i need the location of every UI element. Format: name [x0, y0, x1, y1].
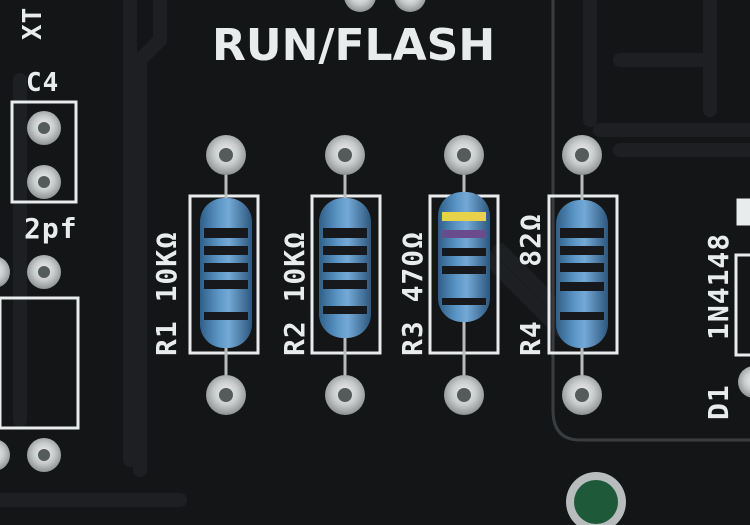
- resistor-body-r4: [556, 200, 608, 348]
- pad: [325, 375, 365, 415]
- pad: [562, 135, 602, 175]
- pad: [325, 135, 365, 175]
- resistor-ref: R3: [396, 320, 429, 356]
- pad: [344, 0, 376, 12]
- via: [566, 472, 626, 525]
- header-label: RUN/FLASH: [212, 20, 496, 71]
- capacitor-value: 2pf: [24, 212, 78, 245]
- resistor-bodies: [200, 192, 608, 348]
- pad: [738, 366, 750, 398]
- resistor-ref: R2: [278, 320, 311, 356]
- pad: [394, 0, 426, 12]
- pad: [27, 438, 61, 472]
- resistor-r2-label: R2 10KΩ: [278, 231, 311, 356]
- pad: [206, 135, 246, 175]
- pad: [27, 255, 61, 289]
- resistor-body-r3: [438, 192, 490, 322]
- mask-edge-line: [551, 0, 750, 442]
- pad: [562, 375, 602, 415]
- pad: [444, 135, 484, 175]
- solder-pads: [0, 0, 750, 472]
- resistor-ref: R1: [150, 320, 183, 356]
- resistor-body-r1: [200, 198, 252, 348]
- resistor-value: 470Ω: [396, 230, 429, 303]
- pad: [0, 257, 10, 287]
- resistor-value: 10KΩ: [278, 230, 311, 303]
- pad: [0, 440, 10, 470]
- resistor-r3-label: R3 470Ω: [396, 231, 429, 356]
- diode-ref: D1: [702, 384, 735, 420]
- pad: [27, 165, 61, 199]
- resistor-value: 10KΩ: [150, 230, 183, 303]
- diode-value: 1N4148: [702, 232, 735, 340]
- capacitor-ref: C4: [26, 68, 60, 98]
- pad: [206, 375, 246, 415]
- resistor-ref: R4: [514, 320, 547, 356]
- pad: [444, 375, 484, 415]
- pcb-traces: [0, 0, 750, 507]
- resistor-r4-label: R4 82Ω: [514, 213, 547, 356]
- resistor-r1-label: R1 10KΩ: [150, 231, 183, 356]
- pad: [27, 111, 61, 145]
- top-left-label: XT: [18, 6, 48, 40]
- resistor-body-r2: [319, 198, 371, 338]
- resistor-value: 82Ω: [514, 213, 547, 267]
